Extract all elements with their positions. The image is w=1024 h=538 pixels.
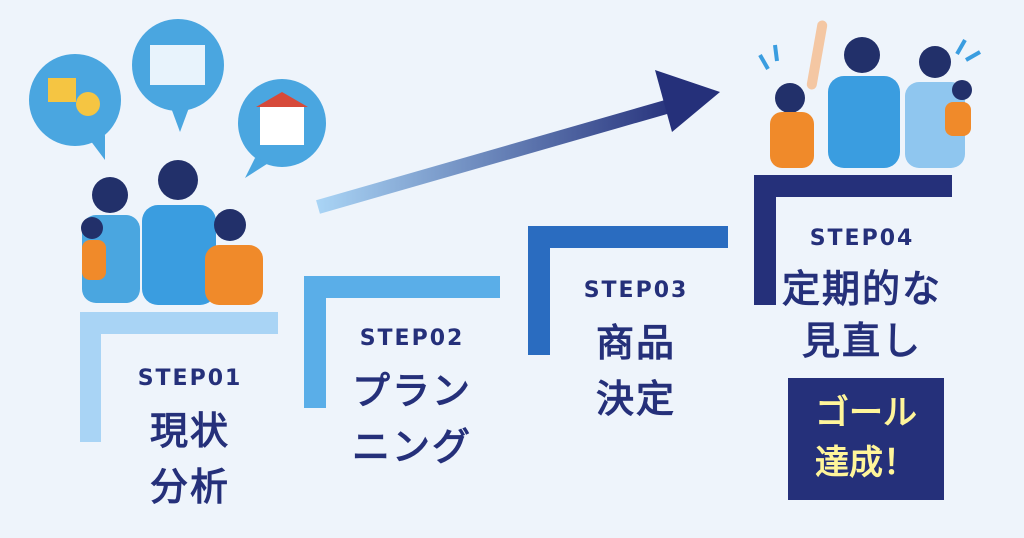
step03-title-line1: 商品 [595,321,676,365]
step02-title-line1: プラン [351,369,472,413]
step04-label: STEP04 [809,226,915,251]
step04-title-line2: 見直し [801,319,922,363]
step04-title-line1: 定期的な [781,267,942,311]
step03-bracket-horizontal [528,226,728,248]
growth-arrow-icon [316,70,720,214]
step01-bracket-horizontal [80,312,278,334]
goal-badge: ゴール 達成！ [788,378,944,500]
family-thinking-illustration [81,160,263,305]
goal-line1: ゴール [815,393,917,433]
step02-label: STEP02 [359,326,465,351]
speech-bubble-house-icon [132,19,224,132]
step04-bracket-horizontal [754,175,952,197]
goal-line2: 達成！ [815,443,917,483]
speech-bubble-building-icon [238,79,326,178]
step02-title-line2: ニング [351,425,472,469]
step03-bracket-vertical [528,226,550,355]
step01-bracket-vertical [80,312,101,442]
step02-bracket-vertical [304,276,326,408]
step02-bracket-horizontal [304,276,500,298]
step01-title-line2: 分析 [149,465,230,509]
family-celebrating-illustration [758,20,981,168]
speech-bubble-money-icon [29,54,121,160]
step03-title-line2: 決定 [595,377,676,421]
step01-label: STEP01 [137,366,243,391]
step01-title-line1: 現状 [149,409,230,453]
step03-label: STEP03 [583,278,689,303]
step04-bracket-vertical [754,175,776,305]
